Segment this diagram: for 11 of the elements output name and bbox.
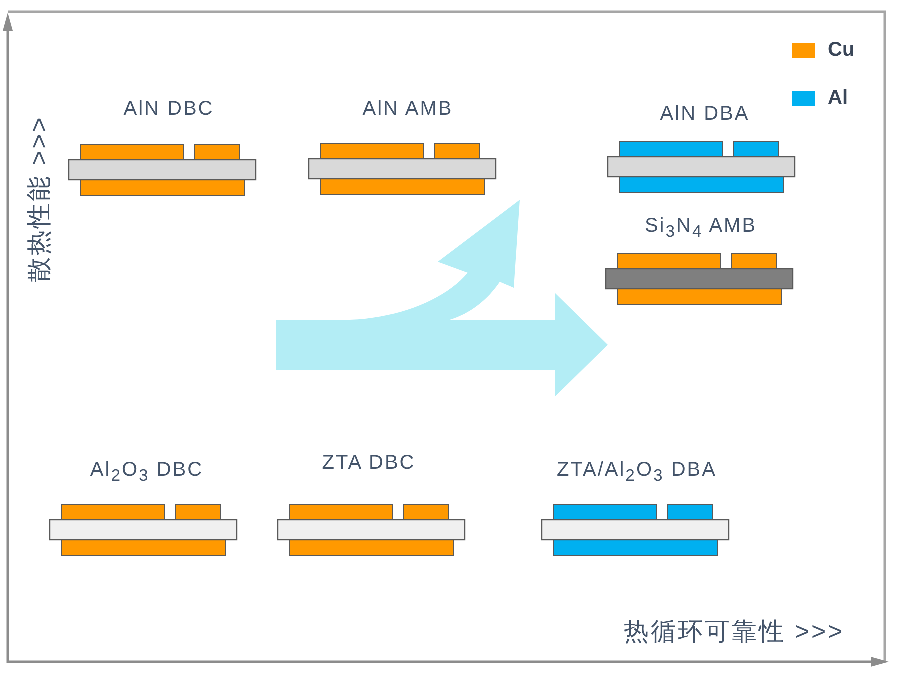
substrate-label: AlN DBC xyxy=(124,98,214,121)
substrate-label: ZTA DBC xyxy=(322,452,416,475)
axis-label: 热循环可靠性 >>> xyxy=(624,618,845,647)
legend-label: Cu xyxy=(828,39,855,62)
substrate-label: AlN AMB xyxy=(362,98,454,121)
substrate-label: ZTA/Al$_{2}$O$_{3}$ DBA xyxy=(557,459,717,486)
legend-label: Al xyxy=(828,87,848,110)
axis-label: 散热性能 >>> xyxy=(26,116,54,282)
substrate-label: Si$_{3}$N$_{4}$ AMB xyxy=(644,215,758,242)
substrate-label: Al$_{2}$O$_{3}$ DBC xyxy=(90,459,204,486)
substrate-label: AlN DBA xyxy=(660,103,750,126)
